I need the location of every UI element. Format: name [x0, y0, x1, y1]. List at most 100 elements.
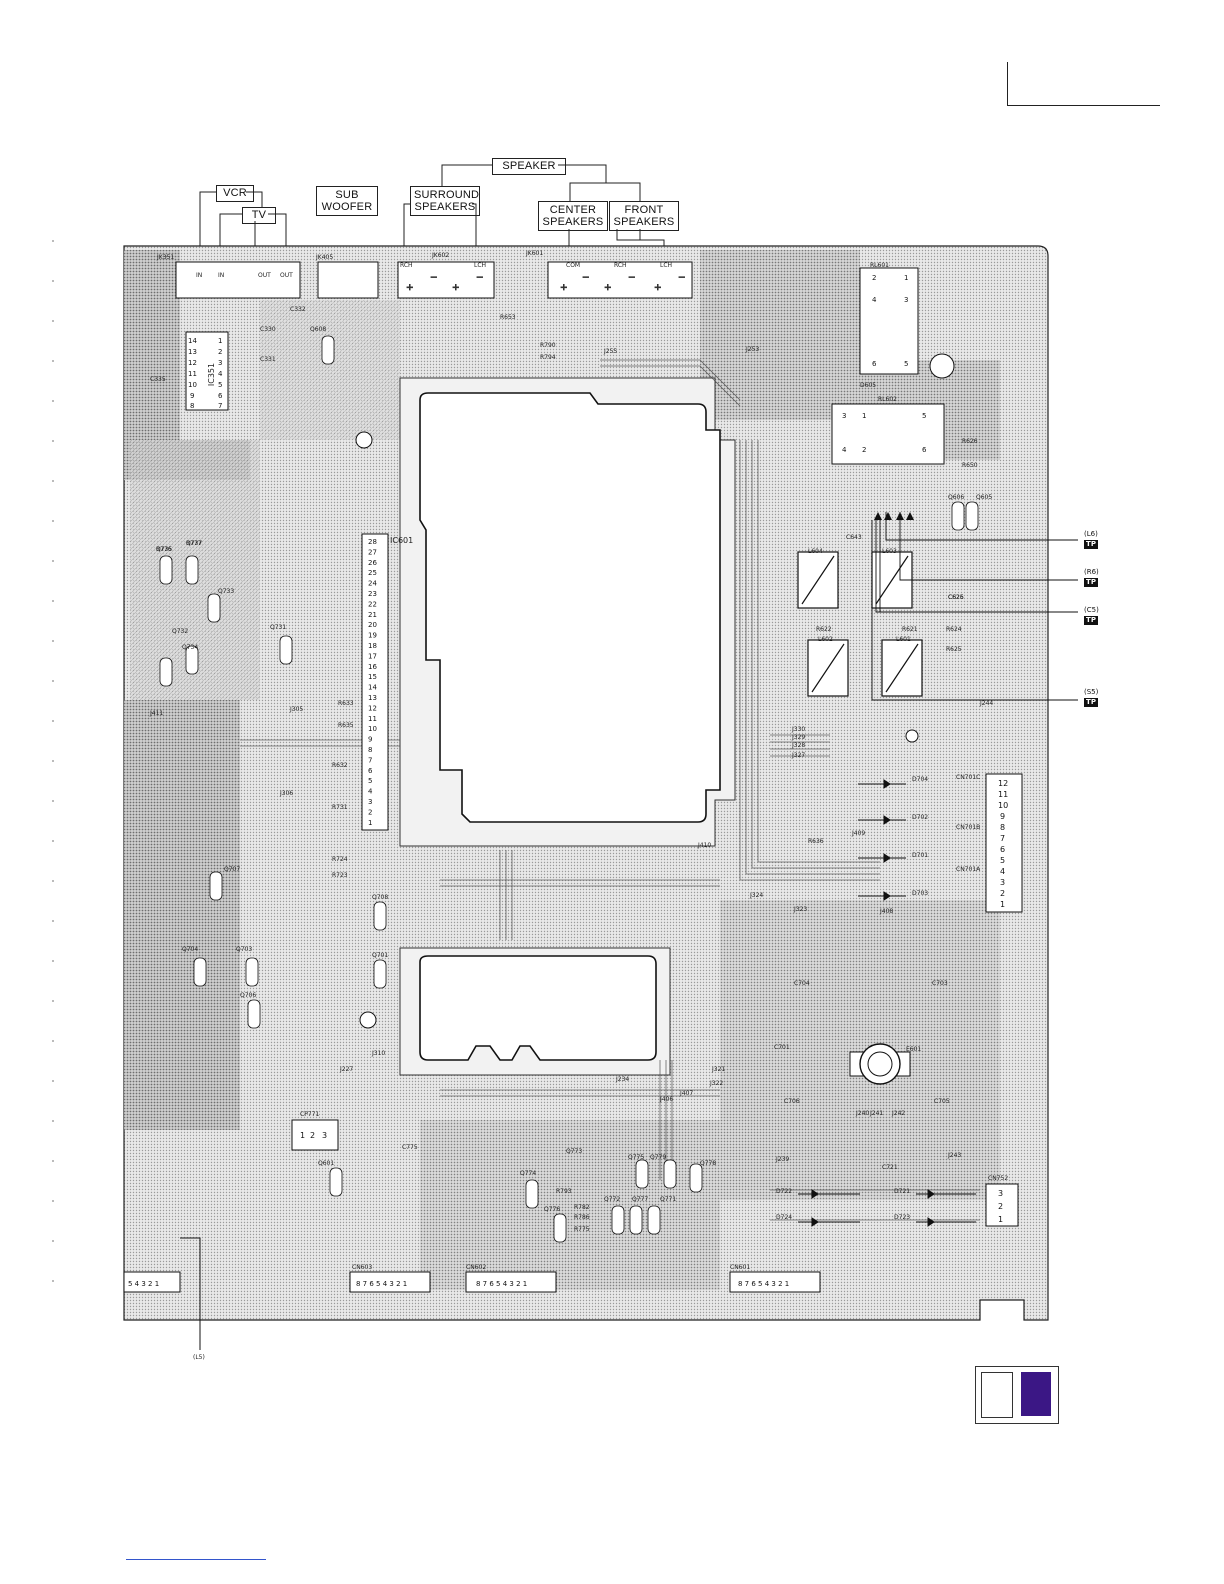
- part-r636: R636: [808, 838, 824, 845]
- ic351-body: [185, 331, 229, 411]
- svg-text:12: 12: [998, 779, 1008, 788]
- scan-edge-marks: [52, 240, 54, 1320]
- in2-label: IN: [218, 272, 225, 279]
- relay-blocks: [831, 267, 945, 465]
- ic351-label: IC351: [207, 362, 217, 387]
- part-c703: C703: [932, 980, 948, 987]
- svg-text:2: 2: [998, 1202, 1003, 1211]
- jk602-label: JK602: [432, 252, 450, 259]
- svg-text:3: 3: [998, 1189, 1003, 1198]
- part-r626: R626: [962, 438, 978, 445]
- svg-text:−: −: [582, 273, 590, 283]
- ic601-pin-5: 5: [368, 777, 372, 785]
- part-r650: R650: [962, 462, 978, 469]
- cp771-block: [291, 1119, 339, 1151]
- trace-bundles: [240, 359, 980, 1221]
- svg-text:−: −: [678, 273, 686, 283]
- svg-text:5: 5: [904, 360, 908, 368]
- part-q734: Q734: [182, 644, 199, 651]
- part-r653: R653: [500, 314, 516, 321]
- svg-text:4: 4: [872, 296, 877, 304]
- svg-text:12: 12: [188, 359, 197, 367]
- part-r782: R782: [574, 1204, 590, 1211]
- svg-text:13: 13: [188, 348, 197, 356]
- part-r731: R731: [332, 804, 348, 811]
- ic601-pin-4: 4: [368, 788, 373, 796]
- center-speakers-label: CENTER SPEAKERS: [538, 201, 608, 231]
- ic601-pin-16: 16: [368, 663, 377, 671]
- bottom-connector-pins: 5 4 3 2 1 8 7 6 5 4 3 2 1 8 7 6 5 4 3 2 …: [128, 1280, 789, 1288]
- part-j255: J255: [604, 348, 618, 355]
- svg-text:11: 11: [998, 790, 1008, 799]
- part-q701: Q701: [372, 952, 389, 959]
- cn752-label: CN752: [988, 1175, 1009, 1182]
- tp-l6-badge: TP: [1084, 540, 1098, 549]
- part-j323: J323: [794, 906, 808, 913]
- svg-text:−: −: [430, 273, 438, 283]
- bottom-lead-line: [180, 1237, 201, 1350]
- part-d722: D722: [776, 1188, 793, 1195]
- ic601-pin-25: 25: [368, 569, 377, 577]
- ic601-pin-6: 6: [368, 767, 373, 775]
- part-c643: C643: [846, 534, 862, 541]
- part-r776: R776: [156, 546, 172, 553]
- mounting-holes: [355, 353, 955, 1029]
- tp-c5-badge: TP: [1084, 616, 1098, 625]
- part-j310: J310: [372, 1050, 386, 1057]
- svg-text:+: +: [654, 283, 662, 293]
- part-j330: J330: [792, 726, 806, 733]
- part-c701: C701: [774, 1044, 790, 1051]
- speaker-label: SPEAKER: [492, 158, 566, 175]
- svg-text:−: −: [628, 273, 636, 283]
- part-d724: D724: [776, 1214, 793, 1221]
- ic601-pin-11: 11: [368, 715, 377, 723]
- part-d701: D701: [912, 852, 929, 859]
- svg-text:3: 3: [842, 412, 846, 420]
- part-d704: D704: [912, 776, 929, 783]
- sub-woofer-label: SUB WOOFER: [316, 186, 378, 216]
- part-q703: Q703: [236, 946, 253, 953]
- ic601-pin-14: 14: [368, 684, 377, 692]
- svg-text:8 7 6 5 4 3 2 1: 8 7 6 5 4 3 2 1: [738, 1280, 789, 1288]
- footer-rule: [126, 1559, 266, 1560]
- part-r793: R793: [556, 1188, 572, 1195]
- part-r622: R622: [816, 626, 832, 633]
- svg-text:3: 3: [1000, 878, 1005, 887]
- part-q773: Q773: [566, 1148, 583, 1155]
- battery-e601: [849, 1043, 911, 1085]
- lch-b-label: LCH: [660, 262, 673, 269]
- transistor-footprints: [159, 335, 979, 1243]
- part-q737: Q737: [186, 540, 203, 547]
- svg-text:5: 5: [1000, 856, 1005, 865]
- ic601-pin-13: 13: [368, 694, 377, 702]
- front-speakers-label: FRONT SPEAKERS: [609, 201, 679, 231]
- out2-label: OUT: [280, 272, 293, 279]
- part-j329: J329: [792, 734, 806, 741]
- part-c625: C625: [948, 594, 964, 601]
- ic601-pin-18: 18: [368, 642, 377, 650]
- tp-l6-ref: (L6): [1084, 530, 1098, 538]
- part-j227: J227: [340, 1066, 354, 1073]
- ic601-pin-24: 24: [368, 580, 377, 588]
- part-r632: R632: [332, 762, 348, 769]
- bottom-lead-label: (L5): [193, 1354, 205, 1361]
- part-j324: J324: [750, 892, 764, 899]
- jk351-label: JK351: [157, 254, 175, 261]
- rch-a-label: RCH: [400, 262, 413, 269]
- part-c332: C332: [290, 306, 306, 313]
- svg-text:6: 6: [922, 446, 927, 454]
- part-q778: Q778: [700, 1160, 717, 1167]
- svg-text:8 7 6 5 4 3 2 1: 8 7 6 5 4 3 2 1: [356, 1280, 407, 1288]
- svg-text:+: +: [560, 283, 568, 293]
- part-j409: J409: [852, 830, 866, 837]
- svg-text:1: 1: [998, 1215, 1003, 1224]
- part-q732: Q732: [172, 628, 189, 635]
- part-r621: R621: [902, 626, 918, 633]
- surround-line2: SPEAKERS: [414, 201, 476, 213]
- front-line2: SPEAKERS: [613, 216, 675, 228]
- part-r775: R775: [574, 1226, 590, 1233]
- ic601-pin-9: 9: [368, 736, 372, 744]
- svg-text:9: 9: [1000, 812, 1005, 821]
